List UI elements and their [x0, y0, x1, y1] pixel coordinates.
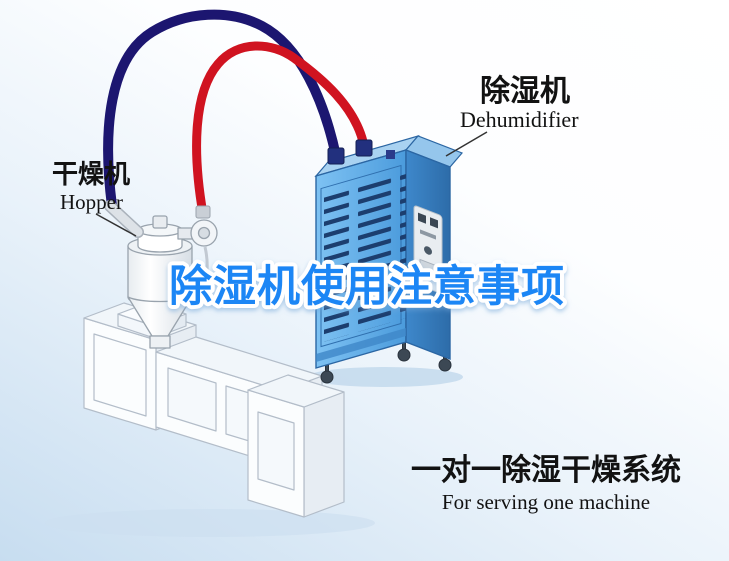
blower-inlet	[195, 205, 211, 219]
cyclone-down-tube	[196, 246, 209, 307]
panel-button	[430, 217, 438, 229]
cabinet-fitting-left	[327, 147, 345, 165]
machine-cabinet-side	[303, 391, 345, 518]
panel-display	[419, 258, 437, 281]
label-system-cn: 一对一除湿干燥系统	[411, 453, 681, 488]
supply-pipe-red	[192, 41, 369, 219]
hopper-cone	[127, 296, 193, 337]
label-system-en: For serving one machine	[442, 490, 650, 514]
caster-wheel	[438, 358, 452, 372]
connectors	[104, 139, 395, 238]
dehumidifier-pointer-line	[445, 131, 488, 157]
dryer-pointer-line	[95, 213, 137, 237]
label-dehumidifier-cn: 除湿机	[480, 74, 570, 109]
caster-wheel	[320, 370, 334, 384]
machine-cabinet-top	[247, 374, 345, 408]
panel-button	[418, 212, 426, 224]
bed-window-1	[167, 367, 217, 432]
cabinet-base-stripe	[316, 328, 406, 362]
hopper-dryer	[127, 215, 218, 349]
cabinet-fitting-right	[355, 139, 373, 157]
tower-panel	[93, 333, 147, 417]
dehumidifier-unit	[314, 134, 464, 384]
label-dryer-cn: 干燥机	[52, 160, 130, 190]
hopper-neck	[149, 335, 171, 349]
control-panel	[413, 205, 443, 294]
vent-slats	[324, 168, 406, 342]
hopper-cap	[152, 215, 168, 229]
return-pipe-navy	[103, 9, 341, 211]
cabinet-top-box	[386, 150, 395, 159]
label-dryer-en: Hopper	[60, 190, 123, 214]
labels: 干燥机 Hopper 除湿机 Dehumidifier 一对一除湿干燥系统 Fo…	[52, 74, 681, 514]
vent-grid	[316, 164, 406, 362]
panel-slot	[420, 229, 436, 240]
cyclone-blower-hub	[197, 226, 211, 240]
ground-shadows	[45, 367, 463, 537]
dehumidifier-shadow	[307, 367, 463, 387]
label-dehumidifier-en: Dehumidifier	[460, 107, 579, 132]
hopper-elbow	[105, 201, 143, 237]
machine-shadow	[45, 509, 375, 537]
pipes	[103, 9, 369, 219]
panel-knob	[424, 246, 432, 255]
pointer-lines	[95, 131, 488, 237]
machine-cabinet-panel	[257, 411, 295, 491]
page-title: 除湿机使用注意事项	[169, 262, 565, 312]
caster-wheel	[397, 348, 411, 362]
